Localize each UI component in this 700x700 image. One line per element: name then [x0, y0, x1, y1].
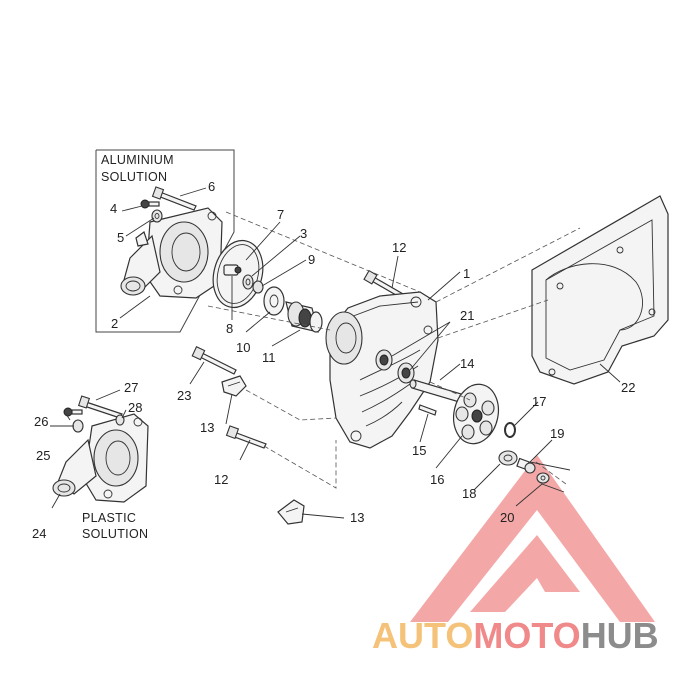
callout-3: 3	[300, 226, 307, 241]
callout-15: 15	[412, 443, 426, 458]
callout-6: 6	[208, 179, 215, 194]
clip-13-upper	[221, 375, 247, 397]
callout-12-bottom: 12	[214, 472, 228, 487]
callout-28: 28	[128, 400, 142, 415]
callout-1: 1	[463, 266, 470, 281]
washer-10	[263, 286, 285, 316]
washer-5	[151, 209, 163, 223]
bolt-27	[77, 395, 123, 419]
bolt-23	[191, 346, 237, 375]
watermark-auto: AUTO	[372, 615, 473, 656]
bushing-18	[498, 450, 518, 466]
callout-18: 18	[462, 486, 476, 501]
o-ring-17	[504, 422, 516, 438]
callout-17: 17	[532, 394, 546, 409]
callout-7: 7	[277, 207, 284, 222]
callout-21: 21	[460, 308, 474, 323]
callout-12-top: 12	[392, 240, 406, 255]
watermark-hub: HUB	[581, 615, 659, 656]
watermark-triangle-icon	[410, 455, 655, 622]
callout-13-lower: 13	[350, 510, 364, 525]
clip-13-lower	[277, 499, 305, 525]
assembly-guide-lines	[207, 211, 581, 489]
callout-5: 5	[117, 230, 124, 245]
bearing-21-upper	[375, 349, 393, 371]
watermark-logo	[410, 455, 655, 622]
callout-8: 8	[226, 321, 233, 336]
callout-23: 23	[177, 388, 191, 403]
watermark-moto: MOTO	[473, 615, 580, 656]
pump-cover-plastic	[52, 413, 149, 503]
leader-lines	[50, 187, 621, 519]
bolt-6	[151, 186, 197, 211]
callout-22: 22	[621, 380, 635, 395]
pin-15	[418, 404, 437, 416]
impeller-16	[452, 383, 500, 445]
washer-20	[536, 472, 550, 484]
watermark-inner-triangle-icon	[470, 535, 580, 612]
callout-26: 26	[34, 414, 48, 429]
screw-4	[140, 199, 160, 209]
callout-24: 24	[32, 526, 46, 541]
callout-11: 11	[262, 350, 276, 365]
callout-4: 4	[110, 201, 117, 216]
side-cover-22	[531, 195, 669, 385]
washer-25	[72, 419, 84, 433]
washer-3	[242, 274, 254, 290]
watermark-text: AUTOMOTOHUB	[372, 615, 659, 656]
bearing-21-lower	[397, 362, 415, 384]
mechanical-seal-11	[285, 301, 323, 333]
aluminium-solution-group: ALUMINIUM SOLUTION	[95, 149, 235, 333]
callout-10: 10	[236, 340, 250, 355]
aluminium-caption-line1: ALUMINIUM	[101, 153, 174, 167]
ring-9	[252, 280, 264, 294]
callout-20: 20	[500, 510, 514, 525]
callout-2: 2	[111, 316, 118, 331]
callout-13-upper: 13	[200, 420, 214, 435]
aluminium-caption-line2: SOLUTION	[101, 170, 167, 184]
bolt-19	[516, 457, 536, 474]
callout-16: 16	[430, 472, 444, 487]
callout-25: 25	[36, 448, 50, 463]
plastic-solution-group: PLASTIC SOLUTION	[52, 395, 149, 541]
callout-labels: 1 2 3 4 5 6 7 8 9 10 11 12 12 13 13 14 1…	[32, 179, 635, 541]
callout-9: 9	[308, 252, 315, 267]
plastic-caption-line1: PLASTIC	[82, 511, 136, 525]
callout-14: 14	[460, 356, 474, 371]
pump-cover-aluminium	[120, 207, 223, 299]
impeller-nut-8	[223, 264, 242, 276]
plastic-caption-line2: SOLUTION	[82, 527, 148, 541]
bolt-12-lower	[225, 425, 267, 449]
callout-27: 27	[124, 380, 138, 395]
callout-19: 19	[550, 426, 564, 441]
